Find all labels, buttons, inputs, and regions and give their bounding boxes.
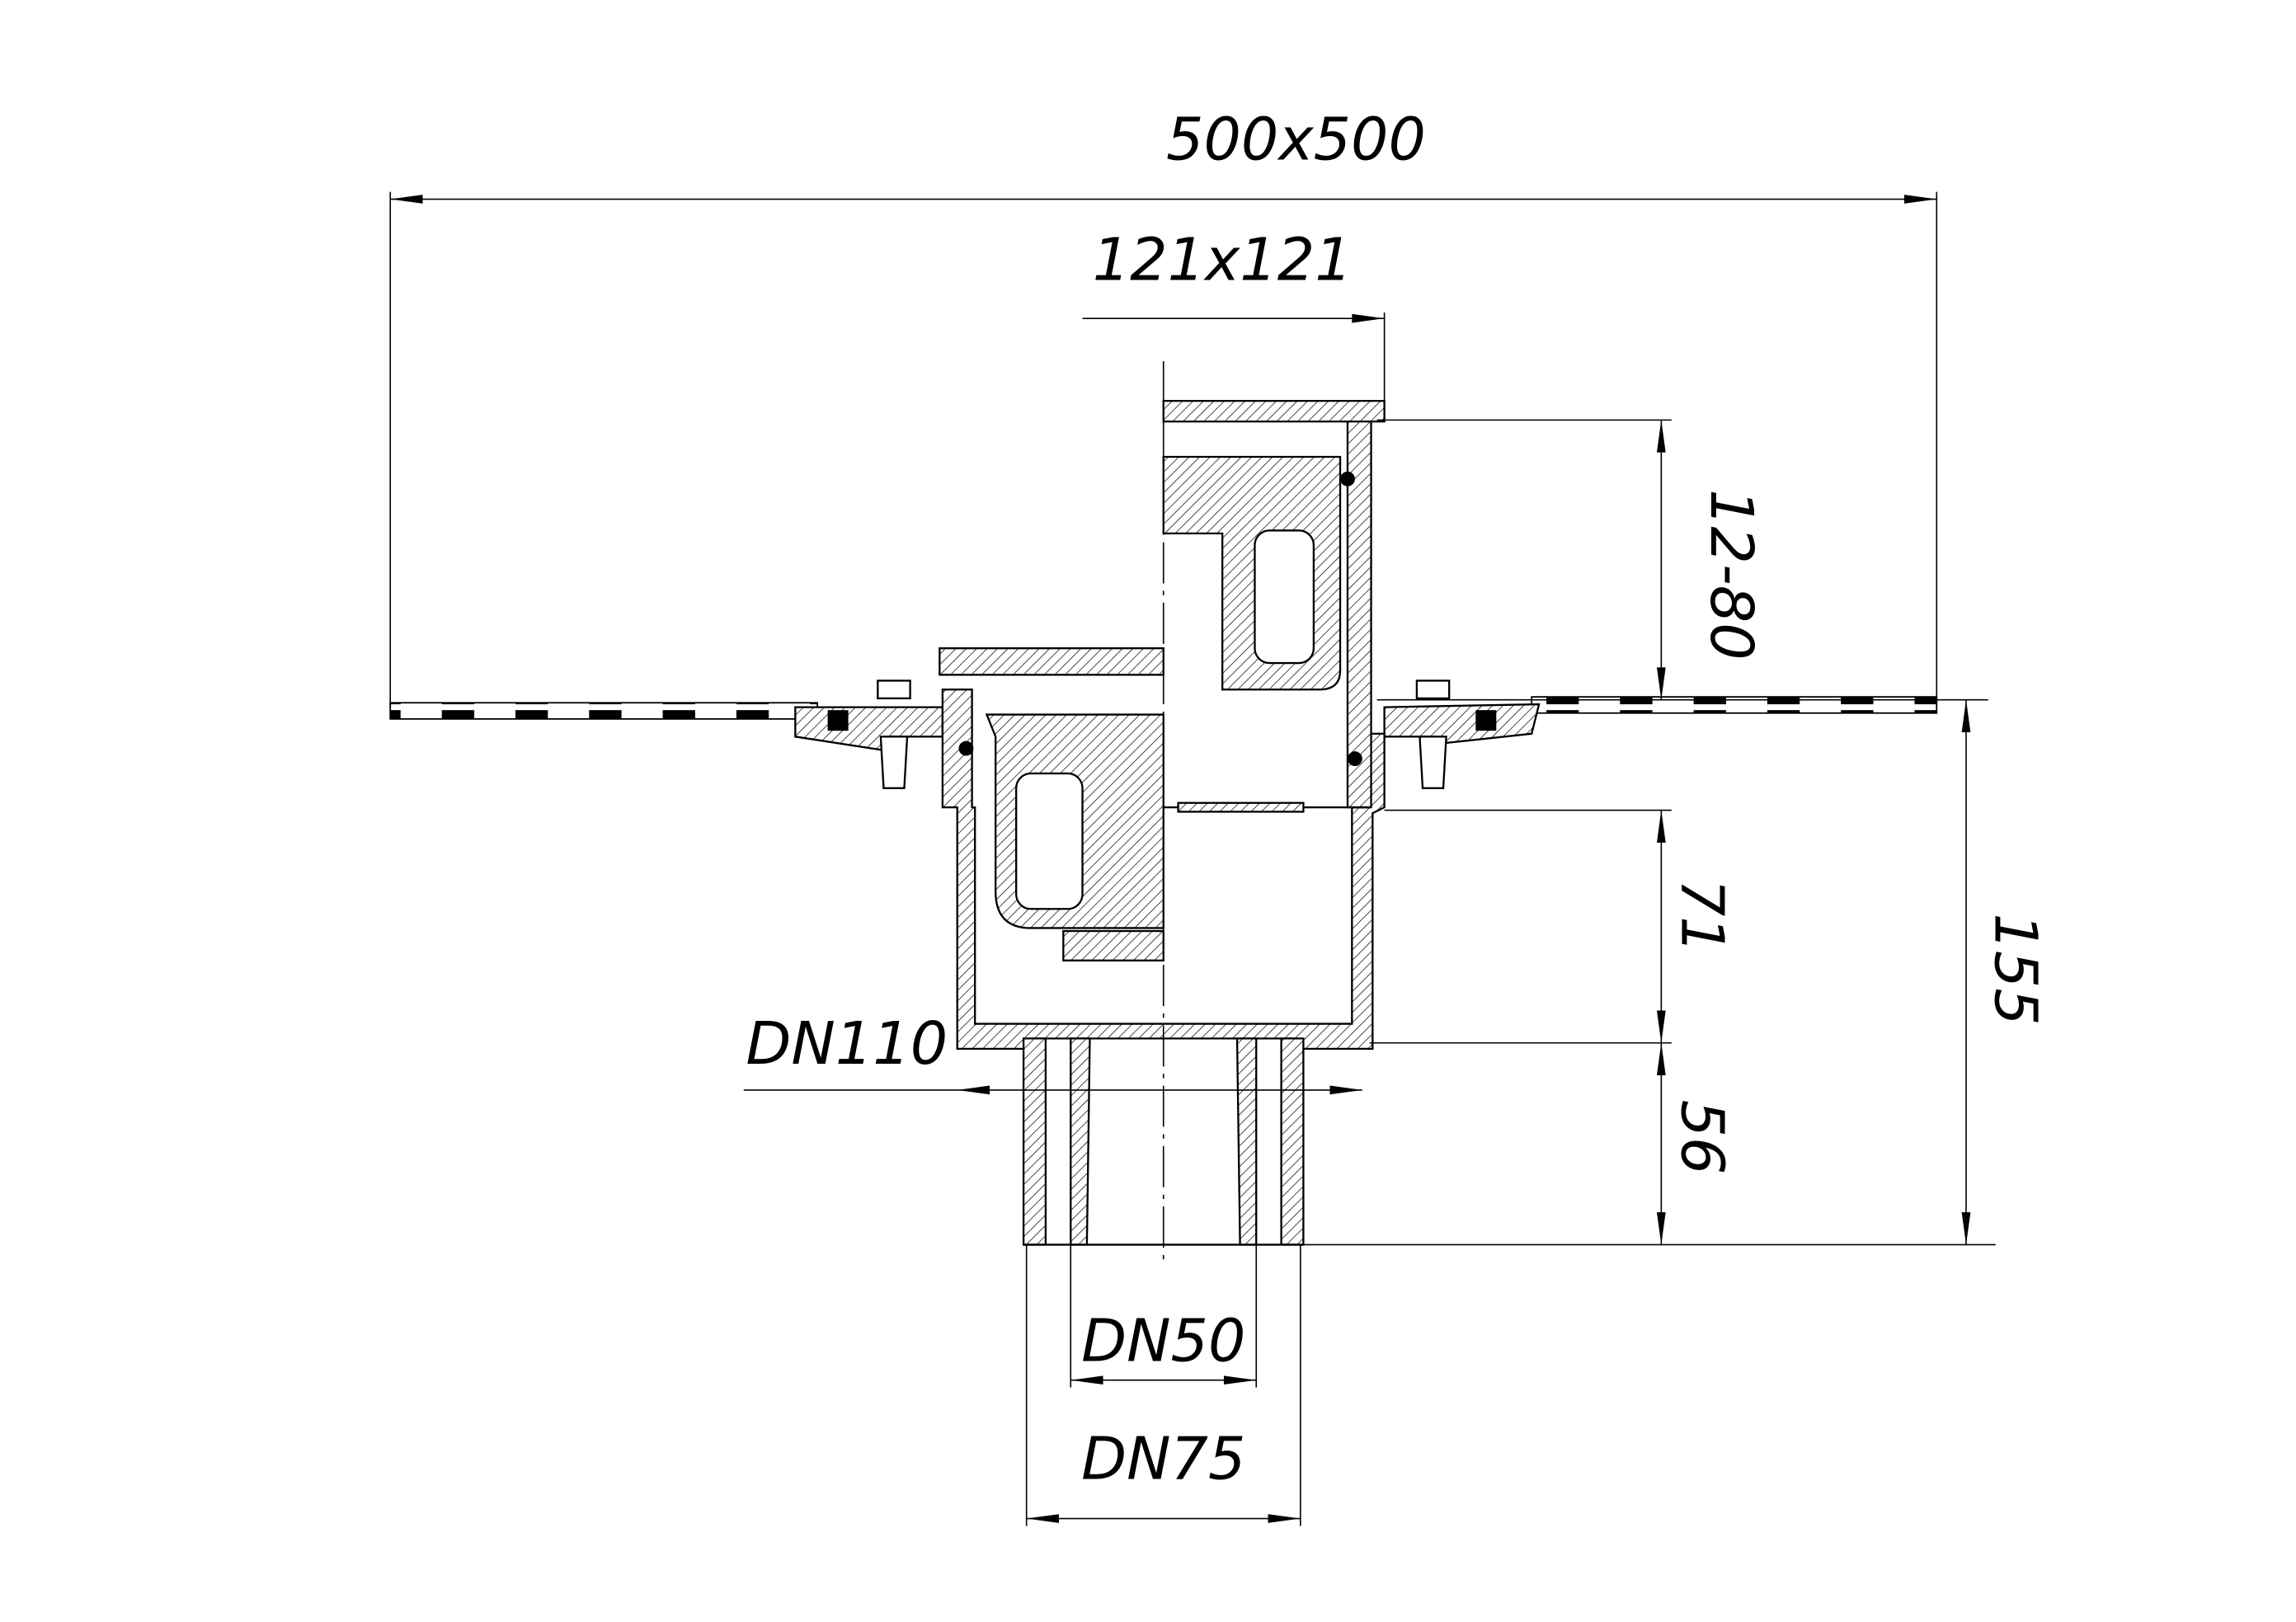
lower-insert <box>939 647 1164 961</box>
dim-body-diameter: DN110 <box>746 1009 948 1078</box>
dim-overall-size: 500x500 <box>1166 105 1426 173</box>
clamping-flange <box>794 679 1541 789</box>
dim-body-height: 71 <box>1668 879 1736 954</box>
dim-outlet-inner: DN50 <box>1081 1306 1245 1375</box>
dim-grate-size: 121x121 <box>1093 226 1353 294</box>
dim-height-adjust: 12-80 <box>1697 489 1766 661</box>
dim-outlet-outer: DN75 <box>1081 1424 1245 1493</box>
dimension-lines <box>389 191 1996 1526</box>
dim-total-height: 155 <box>1982 913 2050 1025</box>
dim-outlet-height: 56 <box>1668 1100 1736 1175</box>
extension-insert <box>1162 400 1386 813</box>
